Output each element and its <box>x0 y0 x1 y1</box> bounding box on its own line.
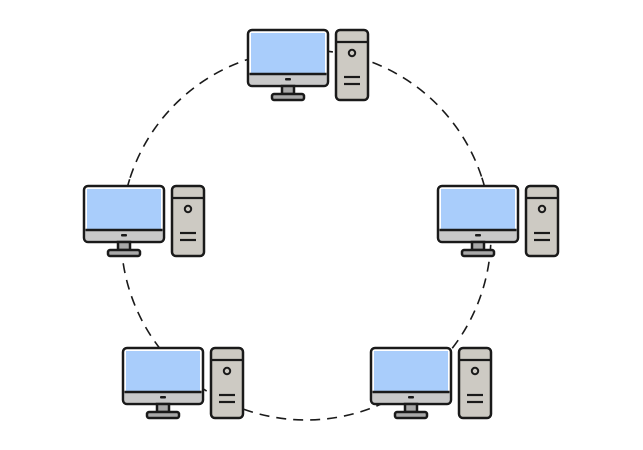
monitor-base <box>460 248 496 258</box>
monitor-power-light <box>121 234 127 237</box>
monitor-power-light <box>160 396 166 399</box>
tower-body <box>524 184 560 258</box>
monitor-power-light <box>408 396 414 399</box>
monitor-power-light <box>285 78 291 81</box>
workstation-right <box>436 184 560 258</box>
tower-body <box>209 346 245 420</box>
tower-body <box>457 346 493 420</box>
monitor-screen <box>87 189 161 230</box>
monitor-base <box>270 92 306 102</box>
monitor-screen <box>251 33 325 74</box>
tower-power-button <box>470 366 480 376</box>
tower-power-button <box>347 48 357 58</box>
monitor-base <box>393 410 429 420</box>
monitor-power-light <box>475 234 481 237</box>
nodes-layer <box>82 28 560 420</box>
monitor-screen <box>441 189 515 230</box>
desktop-computer-icon <box>121 346 245 420</box>
desktop-computer-icon <box>369 346 493 420</box>
tower-power-button <box>222 366 232 376</box>
desktop-computer-icon <box>436 184 560 258</box>
monitor-screen <box>374 351 448 392</box>
tower-case <box>524 184 560 258</box>
tower-power-button <box>183 204 193 214</box>
tower-case <box>170 184 206 258</box>
tower-case <box>334 28 370 102</box>
tower-body <box>334 28 370 102</box>
workstation-top <box>246 28 370 102</box>
tower-case <box>209 346 245 420</box>
workstation-bottom-right <box>369 346 493 420</box>
tower-body <box>170 184 206 258</box>
monitor-screen <box>126 351 200 392</box>
desktop-computer-icon <box>246 28 370 102</box>
link-top-to-right <box>305 49 483 179</box>
desktop-computer-icon <box>82 184 206 258</box>
workstation-bottom-left <box>121 346 245 420</box>
monitor-base <box>106 248 142 258</box>
tower-case <box>457 346 493 420</box>
tower-power-button <box>537 204 547 214</box>
workstation-left <box>82 184 206 258</box>
monitor-base <box>145 410 181 420</box>
